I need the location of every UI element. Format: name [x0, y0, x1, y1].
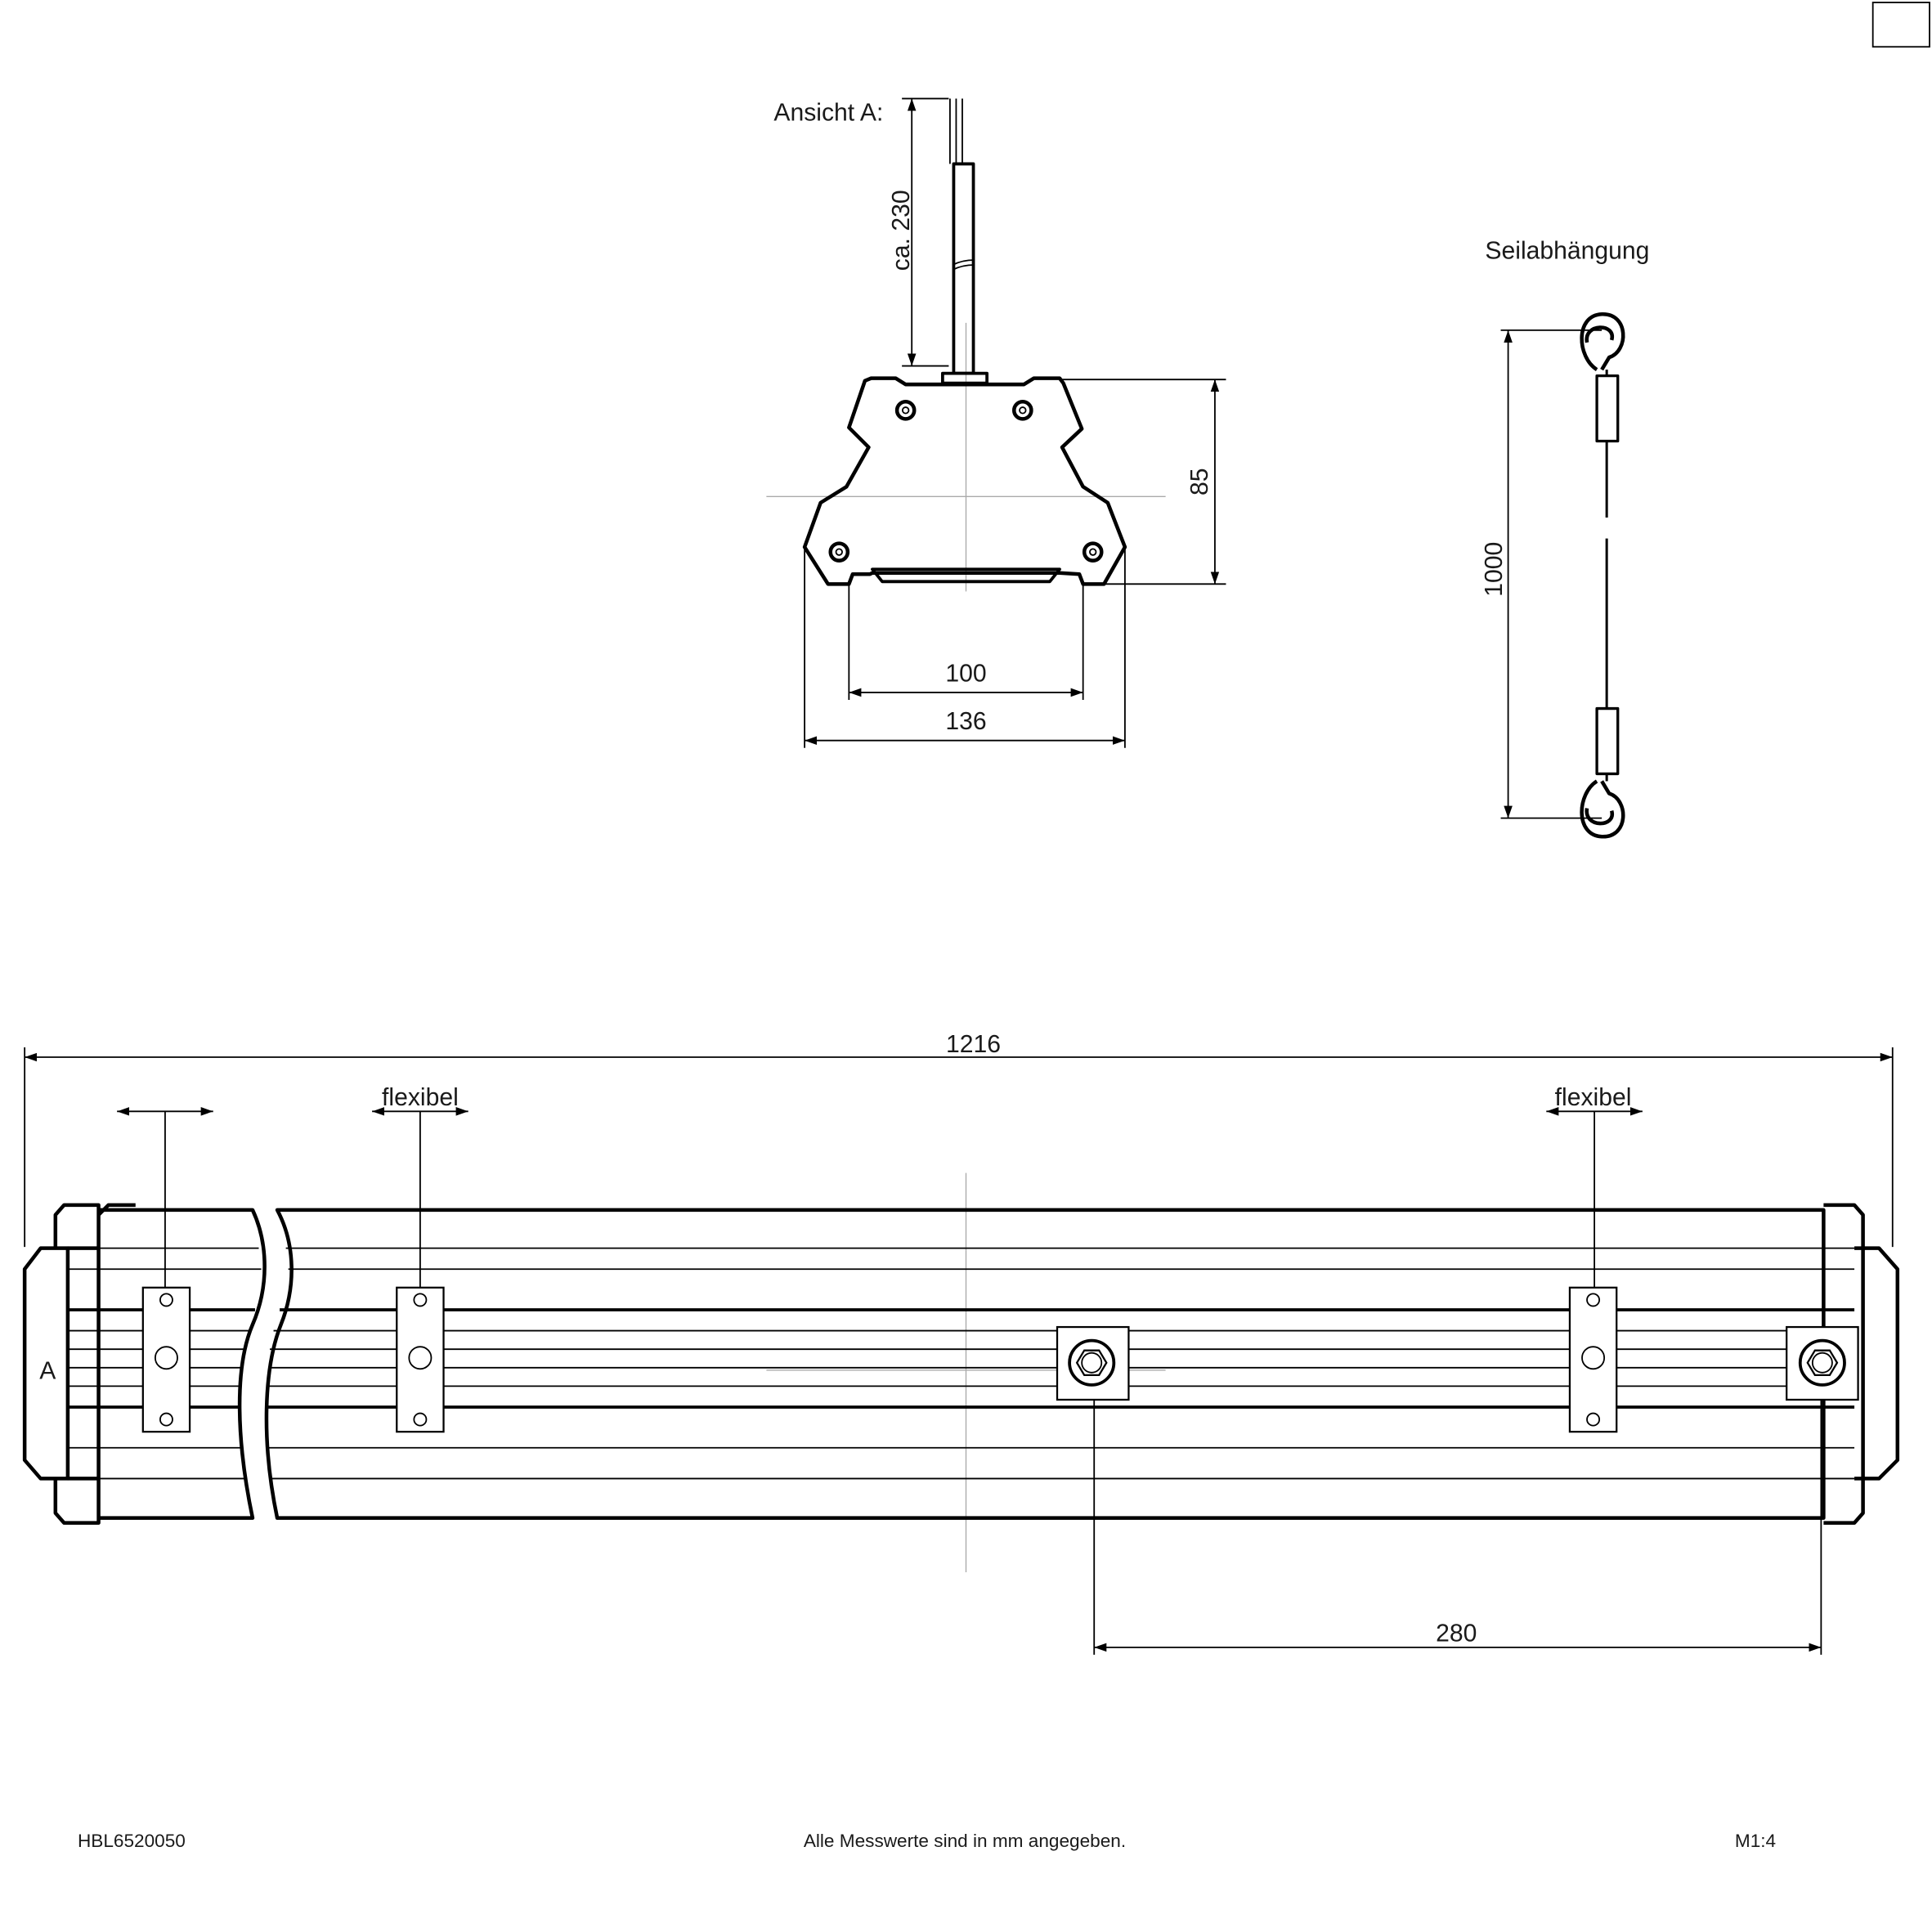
wire-suspension: Seilabhängung 1000 — [1481, 237, 1649, 839]
total-length-label: 1216 — [946, 1031, 1001, 1058]
flexible-label-right: flexibel — [1555, 1084, 1632, 1111]
mounting-bracket-left-end — [141, 1286, 191, 1433]
inner-width-label: 100 — [945, 660, 986, 687]
mount-spacing-label: 280 — [1436, 1620, 1477, 1647]
cable — [940, 98, 989, 385]
mounting-bracket-flexible-left — [396, 1286, 445, 1433]
suspension-title: Seilabhängung — [1485, 237, 1649, 264]
height-label: 85 — [1186, 468, 1213, 495]
body-left-segment — [98, 1208, 267, 1520]
end-view-title: Ansicht A: — [773, 100, 883, 127]
measurement-note: Alle Messwerte sind in mm angegeben. — [804, 1831, 1126, 1851]
bottom-hook-icon — [1580, 779, 1625, 839]
right-end-cap — [1823, 1203, 1865, 1525]
screw-holes — [828, 400, 1104, 563]
cable-length-label: ca. 230 — [888, 190, 915, 271]
outer-width-label: 136 — [945, 708, 986, 735]
scale-label: M1:4 — [1735, 1831, 1776, 1851]
body-main — [264, 1208, 1826, 1520]
top-hook-icon — [1580, 312, 1625, 372]
mounting-bracket-flexible-right — [1568, 1286, 1618, 1433]
view-marker-a: A — [39, 1357, 56, 1384]
end-view: Ansicht A: ca. 230 85 — [766, 97, 1226, 748]
hex-nut-mount-right — [1786, 1325, 1859, 1401]
flexible-label-left: flexibel — [382, 1084, 459, 1111]
hex-nut-mount-center — [1056, 1325, 1130, 1401]
side-view: 1216 A — [22, 1031, 1900, 1655]
led-cover — [871, 567, 1061, 584]
housing-profile — [802, 376, 1127, 586]
corner-box — [1871, 2, 1930, 48]
suspension-length-label: 1000 — [1481, 542, 1508, 597]
article-number: HBL6520050 — [78, 1831, 186, 1851]
